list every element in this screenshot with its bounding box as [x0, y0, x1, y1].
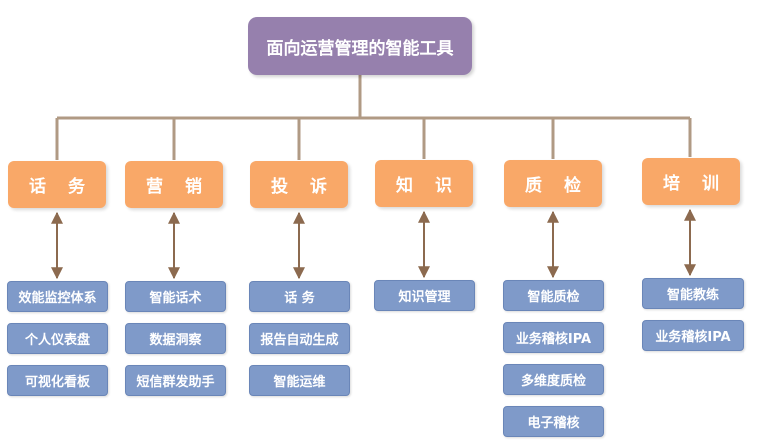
item-tousu-2: 报告自动生成: [249, 323, 350, 354]
item-peixun-2: 业务稽核IPA: [642, 320, 744, 351]
item-zhijian-2: 业务稽核IPA: [503, 322, 604, 353]
category-yingxiao: 营 销: [125, 161, 223, 208]
root-node: 面向运营管理的智能工具: [248, 17, 472, 75]
category-zhijian: 质 检: [504, 160, 602, 207]
item-tousu-1: 话 务: [249, 281, 350, 312]
item-zhijian-4: 电子稽核: [503, 406, 604, 437]
item-tousu-3: 智能运维: [249, 365, 350, 396]
category-huawu: 话 务: [8, 161, 106, 208]
item-peixun-1: 智能教练: [642, 278, 744, 309]
item-zhijian-1: 智能质检: [503, 280, 604, 311]
item-huawu-3: 可视化看板: [7, 365, 108, 396]
category-tousu: 投 诉: [250, 161, 348, 208]
item-yingxiao-2: 数据洞察: [125, 323, 226, 354]
item-yingxiao-3: 短信群发助手: [125, 365, 226, 396]
category-zhishi: 知 识: [375, 160, 473, 207]
item-zhijian-3: 多维度质检: [503, 364, 604, 395]
item-yingxiao-1: 智能话术: [125, 281, 226, 312]
item-zhishi-1: 知识管理: [374, 280, 475, 311]
item-huawu-1: 效能监控体系: [7, 281, 108, 312]
item-huawu-2: 个人仪表盘: [7, 323, 108, 354]
category-peixun: 培 训: [642, 158, 740, 205]
